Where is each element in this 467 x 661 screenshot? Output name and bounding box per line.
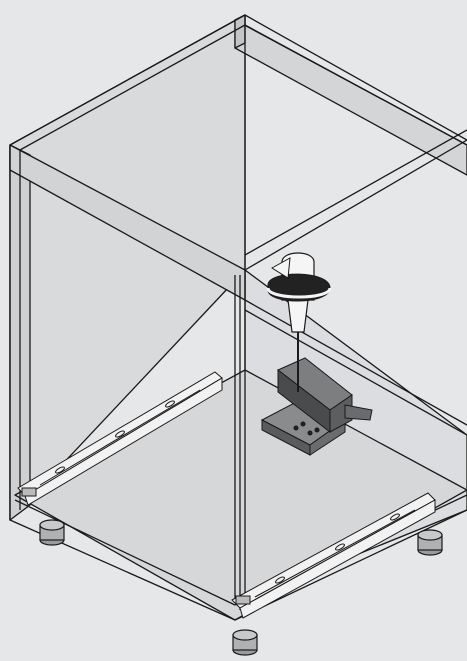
- left-drawer-runner: [17, 371, 223, 506]
- mounting-jig: [260, 357, 373, 456]
- rotation-arrow-icon: [266, 257, 332, 302]
- top-rail-back: [234, 19, 467, 176]
- cabinet-feet: [39, 519, 443, 656]
- right-drawer-runner: [231, 492, 436, 619]
